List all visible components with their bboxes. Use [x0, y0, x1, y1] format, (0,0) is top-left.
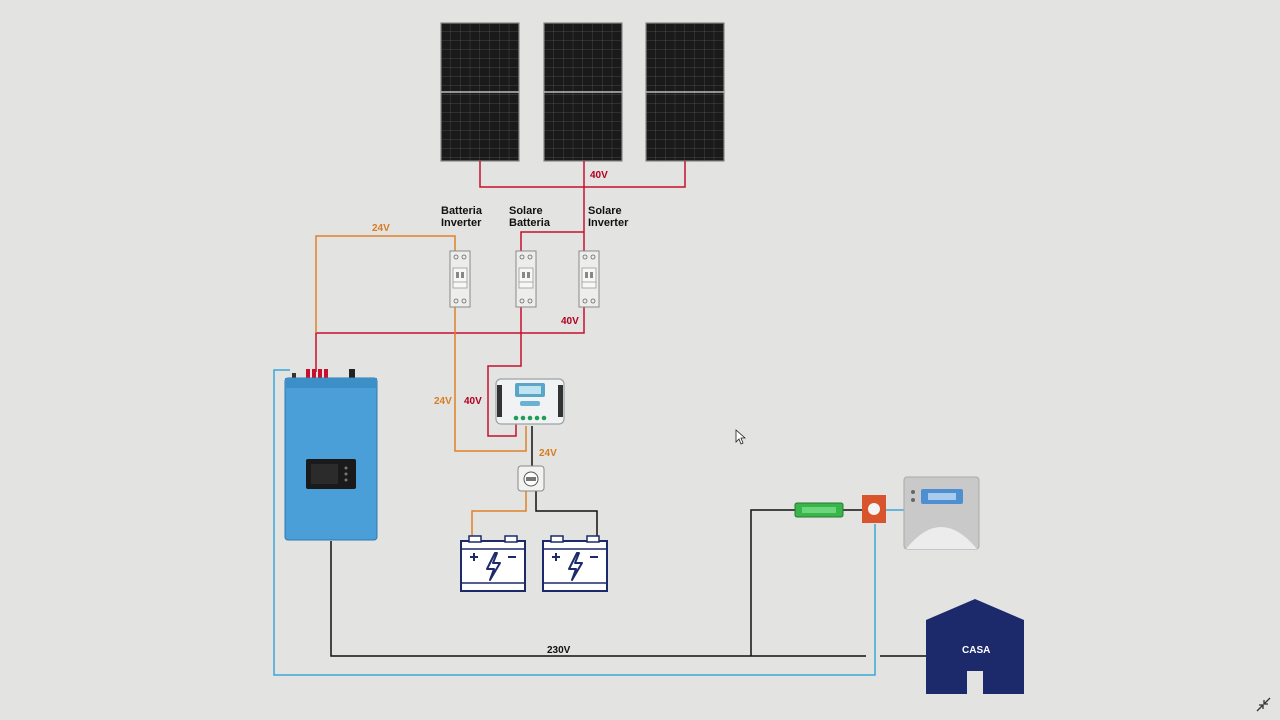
dc-wiring — [531, 426, 598, 538]
ac-wiring — [330, 509, 928, 657]
switch-icon — [862, 495, 886, 523]
battery-line-voltage-label: 24V — [434, 396, 452, 407]
grid-inverter-icon — [284, 369, 378, 541]
breaker-icon — [515, 250, 537, 308]
breaker3-label-line2: Inverter — [588, 217, 629, 229]
breaker1-label-line2: Inverter — [441, 217, 482, 229]
battery-icon — [542, 535, 608, 592]
grid-voltage-label: 230V — [547, 645, 571, 656]
solar-panel-icon — [440, 22, 520, 162]
controller-in-voltage-label: 40V — [464, 396, 482, 407]
charge-controller-icon — [495, 378, 565, 425]
solar-panel-icon — [543, 22, 623, 162]
breakers-bus-voltage-label: 40V — [561, 316, 579, 327]
controller-out-voltage-label: 24V — [539, 448, 557, 459]
breaker-icon — [578, 250, 600, 308]
breaker2-label-line1: Solare — [509, 205, 543, 217]
solar-panel-icon — [645, 22, 725, 162]
exit-fullscreen-icon[interactable] — [1253, 695, 1273, 715]
breaker3-label-line1: Solare — [588, 205, 622, 217]
house-label: CASA — [962, 645, 990, 656]
green-meter-icon — [794, 502, 844, 518]
energy-meter-icon — [517, 465, 545, 492]
cursor-icon — [735, 429, 747, 445]
breaker1-label-line1: Batteria — [441, 205, 483, 217]
battery-icon — [460, 535, 526, 592]
house-icon — [926, 599, 1024, 694]
solar-wiring — [315, 161, 686, 437]
breaker-icon — [449, 250, 471, 308]
breaker2-label-line2: Batteria — [509, 217, 551, 229]
ground-wiring — [273, 369, 904, 676]
battery-inverter-voltage-label: 24V — [372, 223, 390, 234]
grid-meter-icon — [903, 476, 980, 550]
battery-wiring — [315, 235, 527, 538]
panels-voltage-label: 40V — [590, 170, 608, 181]
